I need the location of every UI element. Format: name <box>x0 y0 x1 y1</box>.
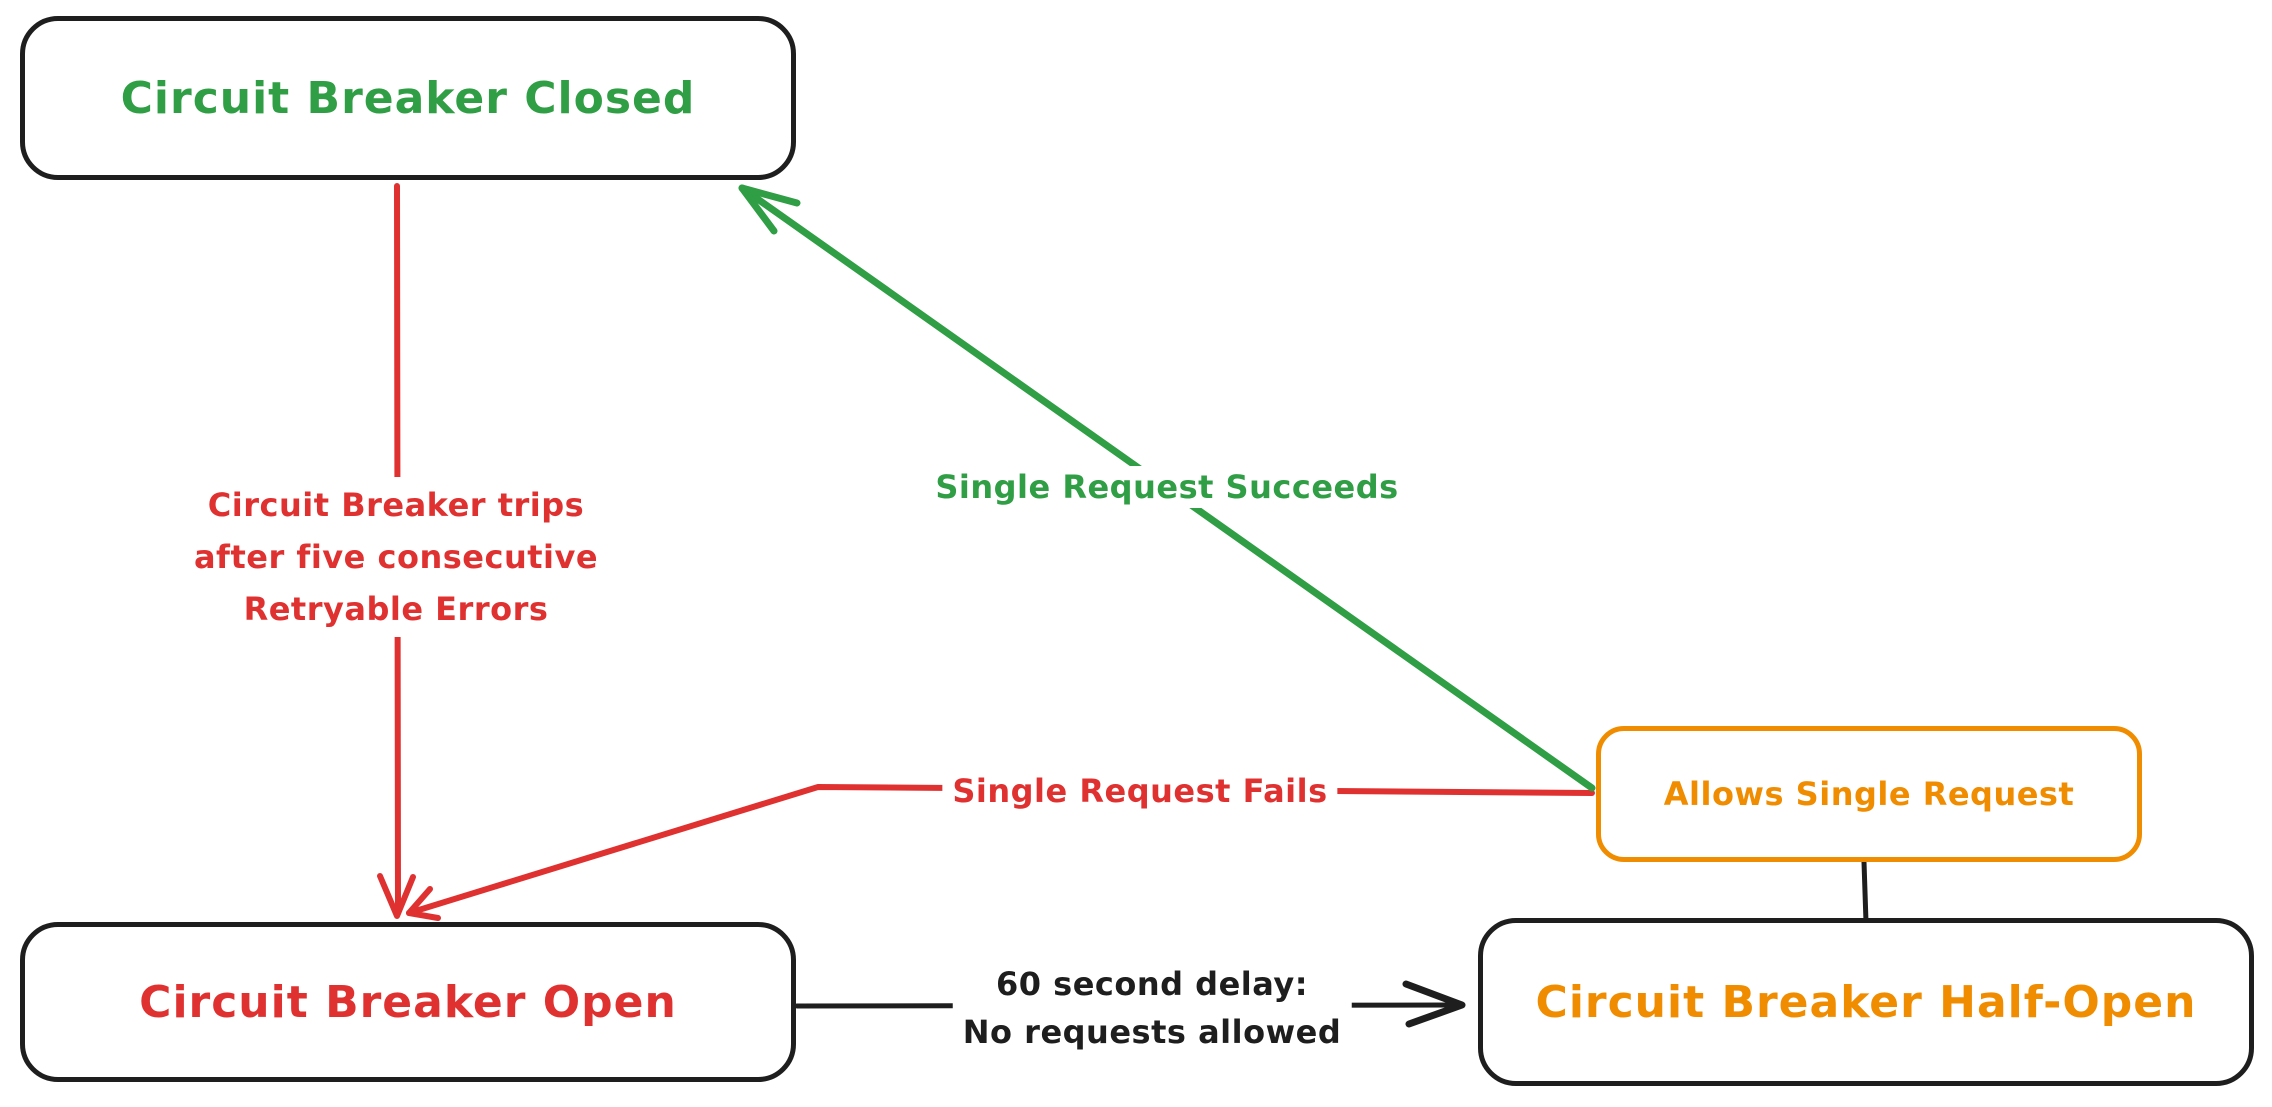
edge-label-single-request-fails: Single Request Fails <box>942 770 1338 812</box>
edge-label-delay-line1: 60 second delay: <box>995 965 1309 1003</box>
edge-label-trips: Circuit Breaker trips after five consecu… <box>183 477 609 637</box>
edge-fails-arrowhead-icon <box>406 886 441 921</box>
edge-label-trips-line3: Retryable Errors <box>243 590 549 628</box>
edge-label-trips-line2: after five consecutive <box>193 538 599 576</box>
edge-label-delay: 60 second delay: No requests allowed <box>952 958 1352 1058</box>
node-allows-single-request: Allows Single Request <box>1596 726 2142 862</box>
edge-label-delay-line2: No requests allowed <box>962 1013 1342 1051</box>
node-circuit-breaker-open-label: Circuit Breaker Open <box>139 976 677 1028</box>
edge-trips-arrowhead-icon <box>377 873 416 919</box>
node-circuit-breaker-open: Circuit Breaker Open <box>20 922 796 1082</box>
node-circuit-breaker-half-open-label: Circuit Breaker Half-Open <box>1535 976 2197 1028</box>
node-circuit-breaker-closed-label: Circuit Breaker Closed <box>120 72 696 124</box>
edge-succeeds-arrowhead-icon <box>738 184 801 235</box>
edge-delay-arrowhead-icon <box>1402 980 1466 1028</box>
node-allows-single-request-label: Allows Single Request <box>1663 775 2075 813</box>
edge-allows-connector-line <box>1861 859 1869 925</box>
edge-label-single-request-succeeds: Single Request Succeeds <box>925 466 1409 508</box>
node-circuit-breaker-closed: Circuit Breaker Closed <box>20 16 796 180</box>
node-circuit-breaker-half-open: Circuit Breaker Half-Open <box>1478 918 2254 1086</box>
edge-label-trips-line1: Circuit Breaker trips <box>207 486 585 524</box>
